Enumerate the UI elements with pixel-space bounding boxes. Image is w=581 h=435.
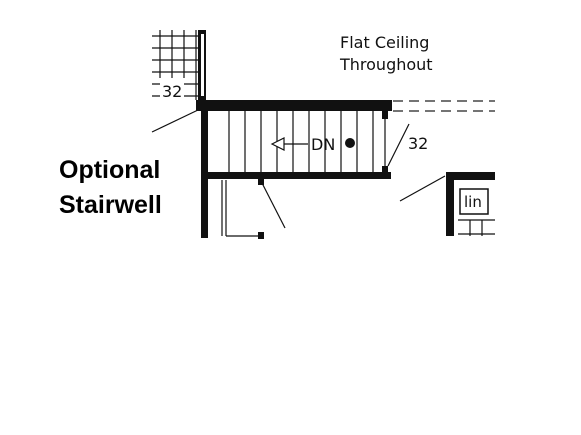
door-swing-upper: [151, 109, 199, 133]
stair-marker-dot: [345, 138, 355, 148]
linen-closet: lin: [399, 172, 495, 236]
door-width-label-right: 32: [408, 134, 428, 153]
stair-arrow-head: [270, 137, 285, 151]
door-width-label-left: 32: [162, 82, 182, 101]
title-line2: Stairwell: [59, 191, 162, 219]
ceiling-note-line2: Throughout: [339, 55, 433, 74]
linen-closet-wall: [446, 172, 495, 180]
closet-lower-left: [221, 178, 286, 239]
linen-closet-wall-left: [446, 172, 454, 236]
title-line1: Optional: [59, 156, 160, 184]
stair-post-top: [382, 111, 388, 119]
dashed-ceiling-line: [393, 100, 495, 112]
linen-closet-box: [459, 188, 489, 215]
door-post-lower: [258, 178, 264, 185]
door-swing-right: [387, 123, 410, 167]
door-post-lower-2: [258, 232, 264, 239]
stairwell: DN: [196, 100, 392, 238]
stair-direction-label: DN: [311, 135, 335, 154]
door-swing-lower: [261, 182, 286, 229]
wall-stair-left: [201, 100, 208, 238]
stair-post-bottom: [382, 166, 388, 174]
ceiling-note-line1: Flat Ceiling: [340, 33, 429, 52]
door-width-label-bg: [160, 79, 184, 101]
wall-stair-bottom: [201, 172, 391, 179]
door-swing-linen: [399, 175, 446, 202]
wall-tile-room-right-inner: [201, 34, 204, 96]
wall-stair-top: [196, 100, 392, 111]
linen-label: lin: [464, 193, 482, 211]
tile-room-upper-left: 32: [151, 30, 206, 133]
